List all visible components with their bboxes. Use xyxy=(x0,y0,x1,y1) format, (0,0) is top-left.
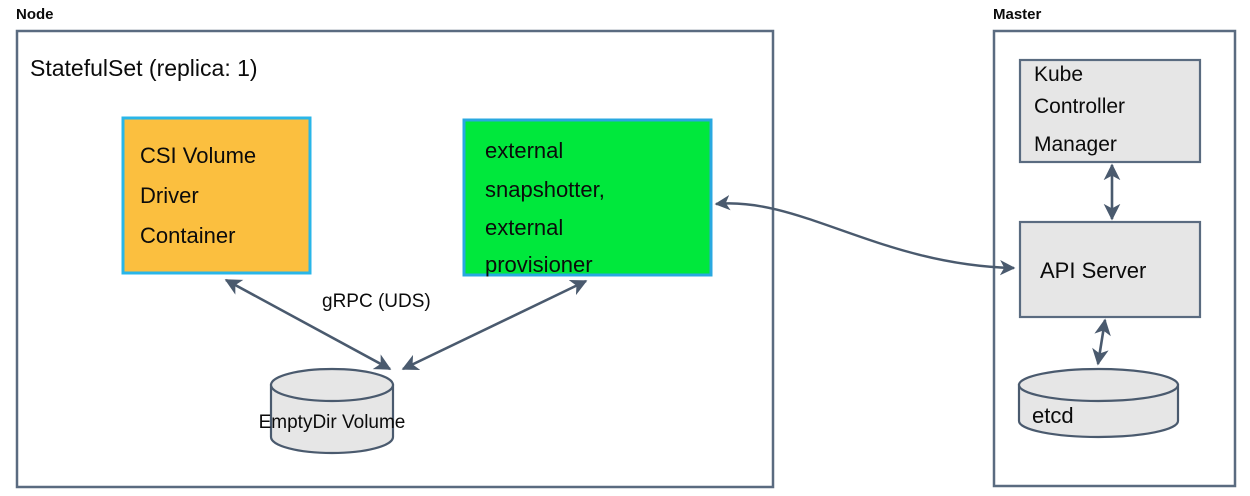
external-snapshotter-provisioner-line-4: provisioner xyxy=(485,252,593,277)
edge-emptydir-to-external xyxy=(401,279,588,371)
csi-volume-driver-container-box[interactable] xyxy=(121,116,312,275)
edge-driver-to-emptydir xyxy=(224,278,392,371)
etcd-label: etcd xyxy=(1032,403,1074,428)
external-snapshotter-provisioner-box[interactable] xyxy=(462,118,713,277)
kube-controller-manager-line-3: Manager xyxy=(1034,133,1117,156)
edge-label-grpc-uds: gRPC (UDS) xyxy=(322,291,431,312)
external-snapshotter-provisioner-line-1: external xyxy=(485,138,563,163)
node-external-snapshotter-provisioner[interactable]: external snapshotter, external provision… xyxy=(462,118,713,277)
emptydir-volume-label: EmptyDir Volume xyxy=(259,412,406,433)
kube-controller-manager-line-2: Controller xyxy=(1034,95,1125,118)
external-snapshotter-provisioner-line-2: snapshotter, xyxy=(485,177,605,202)
zone-label-master: Master xyxy=(993,6,1042,23)
kube-controller-manager-box[interactable] xyxy=(1018,58,1202,164)
edge-external-to-apiserver xyxy=(714,195,1016,276)
api-server-box[interactable] xyxy=(1018,220,1202,319)
node-kube-controller-manager[interactable]: Kube Controller Manager xyxy=(1018,58,1202,164)
emptydir-volume-top xyxy=(269,367,395,403)
zone-label-node: Node xyxy=(16,6,54,23)
etcd-top xyxy=(1017,367,1180,403)
edge-apiserver-to-etcd xyxy=(1092,318,1111,366)
emptydir-volume-body[interactable] xyxy=(269,383,395,455)
group-title-statefulset: StatefulSet (replica: 1) xyxy=(30,55,258,81)
csi-volume-driver-container-line-1: CSI Volume xyxy=(140,143,256,168)
node-api-server[interactable]: API Server xyxy=(1018,220,1202,319)
csi-volume-driver-container-line-2: Driver xyxy=(140,183,199,208)
node-etcd[interactable]: etcd xyxy=(1017,367,1180,439)
node-emptydir-volume[interactable]: EmptyDir Volume xyxy=(259,367,406,455)
api-server-label: API Server xyxy=(1040,258,1146,283)
external-snapshotter-provisioner-line-3: external xyxy=(485,215,563,240)
node-csi-volume-driver-container[interactable]: CSI Volume Driver Container xyxy=(121,116,312,275)
kube-controller-manager-line-1: Kube xyxy=(1034,63,1083,86)
csi-volume-driver-container-line-3: Container xyxy=(140,223,235,248)
